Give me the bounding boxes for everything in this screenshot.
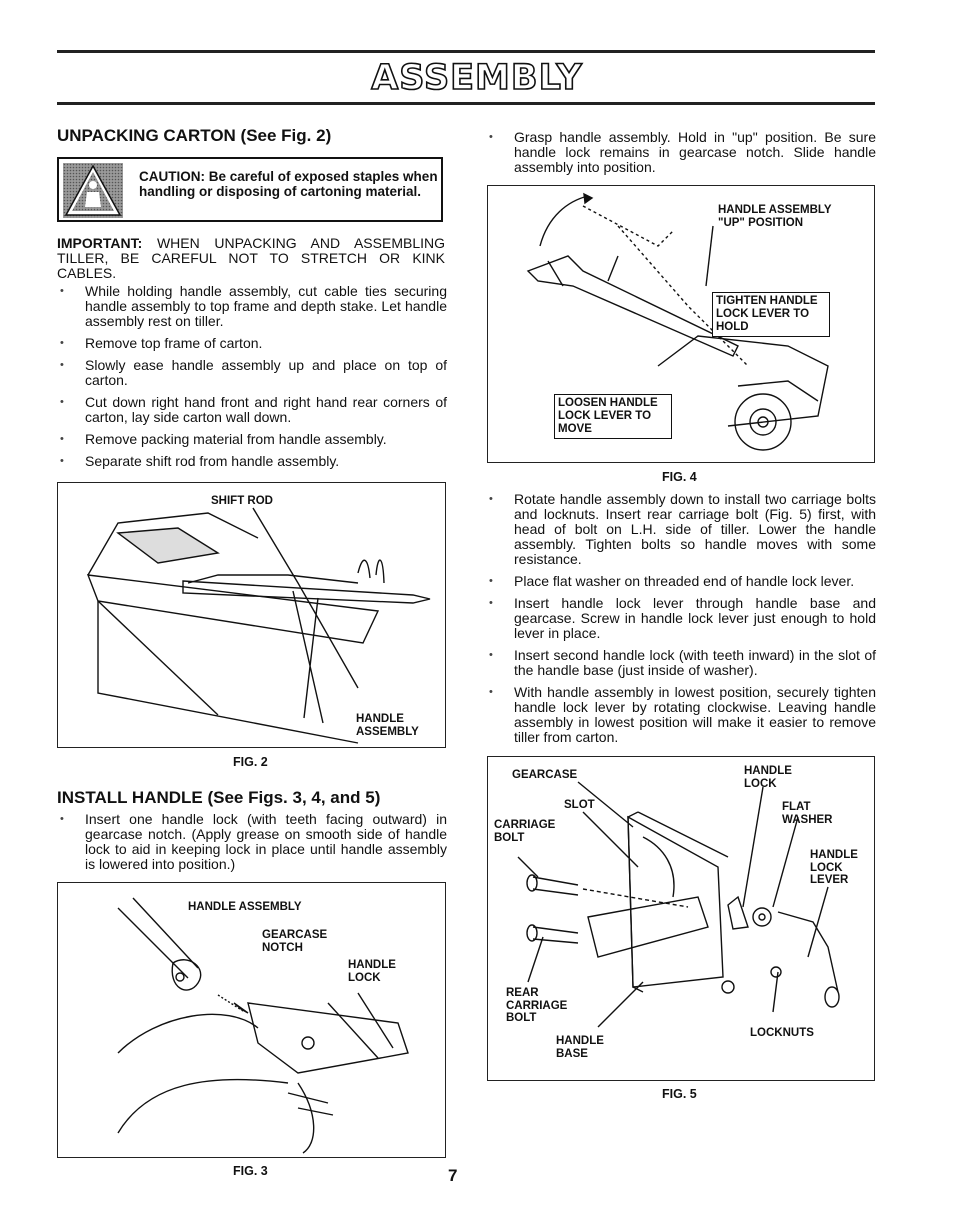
list-item: Separate shift rod from handle assembly. [57, 454, 447, 470]
label-up-position: HANDLE ASSEMBLY "UP" POSITION [718, 204, 832, 229]
caution-text: CAUTION: Be careful of exposed staples w… [139, 169, 438, 199]
fig2-caption: FIG. 2 [233, 755, 268, 769]
fig3-illustration: HANDLE ASSEMBLY GEARCASE NOTCH HANDLE LO… [57, 882, 446, 1158]
handle-lock-drawing [117, 897, 409, 1154]
fig2-illustration: SHIFT ROD HANDLE ASSEMBLY [57, 482, 446, 748]
list-item: Insert handle lock lever through handle … [486, 596, 876, 641]
fig4-caption: FIG. 4 [662, 470, 697, 484]
label-handle-assembly: HANDLE ASSEMBLY [188, 901, 302, 913]
fig5-caption: FIG. 5 [662, 1087, 697, 1101]
label-handle-base: HANDLE BASE [556, 1035, 604, 1060]
list-item: With handle assembly in lowest position,… [486, 685, 876, 745]
unpacking-heading: UNPACKING CARTON (See Fig. 2) [57, 126, 332, 145]
install-steps-continued: Rotate handle assembly down to install t… [486, 492, 876, 752]
label-handle-assembly: HANDLE ASSEMBLY [356, 713, 419, 738]
label-gearcase-notch: GEARCASE NOTCH [262, 929, 328, 954]
install-steps: Insert one handle lock (with teeth facin… [57, 812, 447, 879]
label-rear-carriage-bolt: REAR CARRIAGE BOLT [506, 987, 568, 1024]
tiller-handle-drawing [526, 192, 829, 451]
warning-icon [63, 163, 123, 218]
list-item: Place flat washer on threaded end of han… [486, 574, 876, 590]
list-item: Remove packing material from handle asse… [57, 432, 447, 448]
list-item: Insert one handle lock (with teeth facin… [57, 812, 447, 872]
label-gearcase: GEARCASE [512, 769, 578, 781]
install-heading: INSTALL HANDLE (See Figs. 3, 4, and 5) [57, 788, 381, 807]
list-item: Slowly ease handle assembly up and place… [57, 358, 447, 388]
caution-box: CAUTION: Be careful of exposed staples w… [57, 157, 443, 222]
important-label: IMPORTANT: [57, 235, 143, 251]
label-handle-lock-lever: HANDLE LOCK LEVER [810, 849, 858, 886]
tiller-carton-drawing [86, 507, 431, 744]
label-handle-lock: HANDLE LOCK [348, 959, 396, 984]
unpacking-steps: While holding handle assembly, cut cable… [57, 284, 447, 476]
fig3-caption: FIG. 3 [233, 1164, 268, 1178]
right-top-steps: Grasp handle assembly. Hold in "up" posi… [486, 130, 876, 182]
label-loosen: LOOSEN HANDLE LOCK LEVER TO MOVE [554, 394, 672, 439]
fig4-illustration: HANDLE ASSEMBLY "UP" POSITION TIGHTEN HA… [487, 185, 875, 463]
page-title: ASSEMBLY [370, 57, 583, 99]
list-item: Rotate handle assembly down to install t… [486, 492, 876, 567]
handle-base-exploded-drawing [517, 781, 840, 1028]
list-item: While holding handle assembly, cut cable… [57, 284, 447, 329]
title-rule [57, 102, 875, 105]
label-carriage-bolt: CARRIAGE BOLT [494, 819, 556, 844]
top-rule [57, 50, 875, 53]
label-flat-washer: FLAT WASHER [782, 801, 833, 826]
list-item: Insert second handle lock (with teeth in… [486, 648, 876, 678]
page-number: 7 [448, 1166, 458, 1185]
label-slot: SLOT [564, 799, 595, 811]
list-item: Remove top frame of carton. [57, 336, 447, 352]
list-item: Grasp handle assembly. Hold in "up" posi… [486, 130, 876, 175]
label-locknuts: LOCKNUTS [750, 1027, 814, 1039]
fig5-illustration: GEARCASE HANDLE LOCK SLOT FLAT WASHER CA… [487, 756, 875, 1081]
label-tighten: TIGHTEN HANDLE LOCK LEVER TO HOLD [712, 292, 830, 337]
label-shift-rod: SHIFT ROD [211, 495, 273, 507]
label-handle-lock: HANDLE LOCK [744, 765, 792, 790]
important-note: IMPORTANT: WHEN UNPACKING AND ASSEMBLING… [57, 236, 445, 281]
important-text: WHEN UNPACKING AND ASSEMBLING TILLER, BE… [57, 235, 445, 281]
list-item: Cut down right hand front and right hand… [57, 395, 447, 425]
